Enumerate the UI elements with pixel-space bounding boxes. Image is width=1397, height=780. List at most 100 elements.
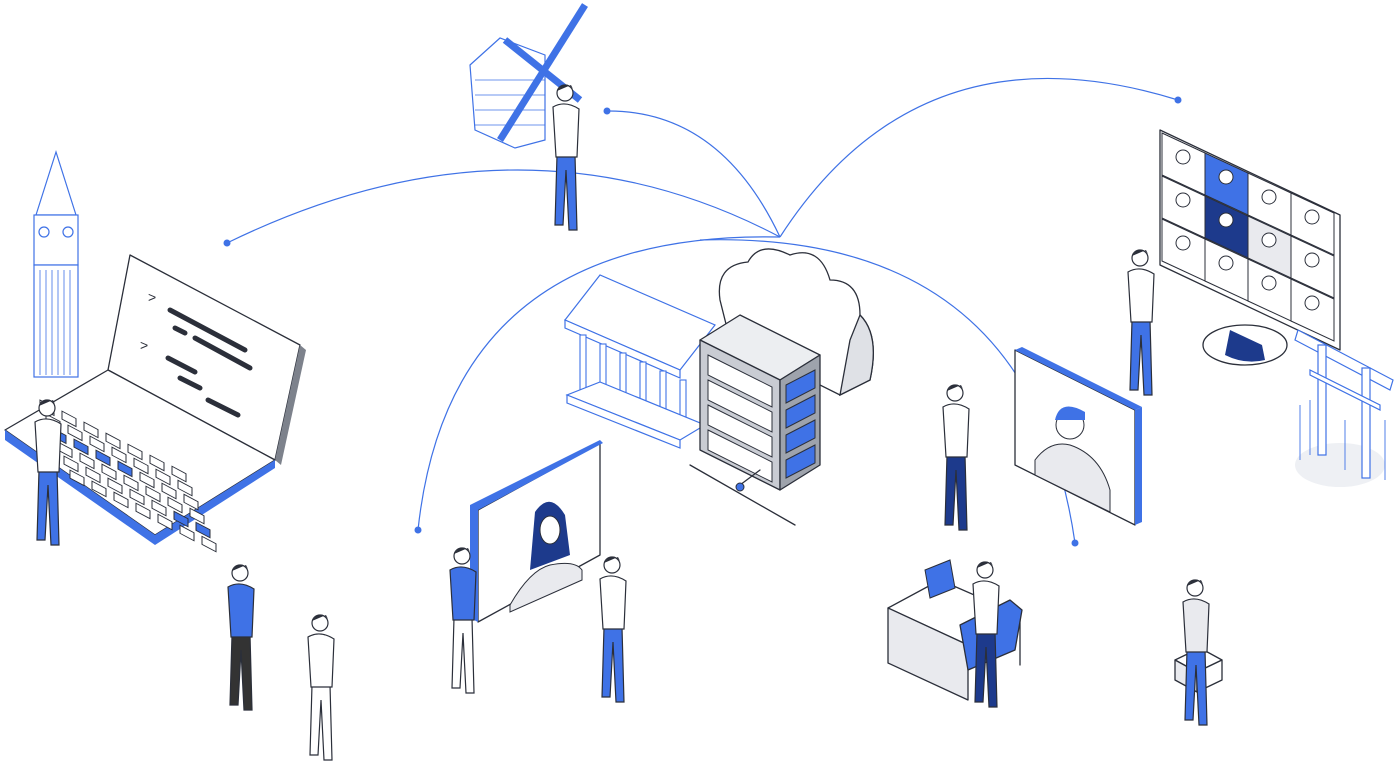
person-legs xyxy=(229,634,253,711)
person-legs xyxy=(451,617,475,694)
keyboard-key xyxy=(91,480,107,498)
person xyxy=(1127,249,1155,396)
keyboard-key xyxy=(201,535,217,553)
server-unit xyxy=(707,379,773,433)
person xyxy=(449,547,477,694)
person-legs xyxy=(944,454,968,531)
keyboard-key xyxy=(67,424,83,442)
keyboard-key xyxy=(111,446,127,464)
person xyxy=(972,561,1000,708)
arc-to-video-conference xyxy=(779,77,1179,238)
video-call-screen xyxy=(1014,347,1142,526)
person-hair xyxy=(39,399,55,406)
server-unit xyxy=(707,429,773,483)
keyboard-key xyxy=(161,482,177,500)
arc-to-laptop xyxy=(226,169,781,244)
person-torso xyxy=(227,583,255,638)
keyboard-key xyxy=(73,438,89,456)
keyboard-key xyxy=(101,463,117,481)
keyboard-key xyxy=(95,449,111,467)
person-hair xyxy=(947,384,963,391)
keyboard-key xyxy=(173,510,189,528)
connection-arcs xyxy=(223,77,1182,547)
participant-face xyxy=(1304,209,1320,225)
video-conference-monitor xyxy=(1159,129,1341,366)
keyboard-key xyxy=(189,507,205,525)
keyboard-key xyxy=(85,466,101,484)
person xyxy=(307,614,335,761)
participant-face xyxy=(1261,232,1277,248)
server-rack xyxy=(689,314,821,526)
person-hair xyxy=(557,84,573,91)
keyboard-key xyxy=(145,485,161,503)
person-legs xyxy=(554,154,578,231)
keyboard-key xyxy=(105,432,121,450)
keyboard-key xyxy=(123,474,139,492)
keyboard-key xyxy=(89,435,105,453)
prompt-glyph: > xyxy=(148,289,156,305)
arc-to-windmill xyxy=(606,110,781,238)
keyboard-key xyxy=(149,454,165,472)
torii-gate xyxy=(1294,329,1394,487)
keyboard-key xyxy=(133,457,149,475)
person-hair xyxy=(1187,579,1203,586)
participant-face xyxy=(1261,189,1277,205)
bank-building xyxy=(564,274,716,449)
arc-to-portrait-screen xyxy=(417,236,781,531)
person-legs xyxy=(601,626,625,703)
person-hair xyxy=(454,547,470,554)
person xyxy=(34,399,62,546)
server-unit-vent xyxy=(785,419,816,454)
person-torso xyxy=(942,403,970,458)
portrait-screen xyxy=(470,440,603,623)
person-torso xyxy=(34,418,62,473)
endpoint-dot xyxy=(603,107,611,115)
participant-face xyxy=(1261,275,1277,291)
person-hair xyxy=(604,556,620,563)
desk-with-laptop xyxy=(887,559,1023,701)
keyboard-key xyxy=(61,410,77,428)
keyboard-key xyxy=(69,469,85,487)
keyboard-key xyxy=(107,477,123,495)
server-unit-vent xyxy=(785,444,816,479)
person xyxy=(942,384,970,531)
person-hair xyxy=(312,614,328,621)
person xyxy=(227,564,255,711)
person-torso xyxy=(1127,268,1155,323)
server-unit-vent xyxy=(785,369,816,404)
keyboard-key xyxy=(179,524,195,542)
person-torso xyxy=(449,566,477,621)
keyboard-key xyxy=(135,502,151,520)
person-legs xyxy=(974,631,998,708)
person-hair xyxy=(1132,249,1148,256)
participant-face xyxy=(1218,255,1234,271)
bank-column xyxy=(579,334,587,391)
person-torso xyxy=(599,575,627,630)
server-unit xyxy=(707,354,773,408)
keyboard-key xyxy=(113,491,129,509)
person xyxy=(1182,579,1210,726)
keyboard-key xyxy=(177,479,193,497)
keyboard-key xyxy=(171,465,187,483)
keyboard-key xyxy=(117,460,133,478)
person-torso xyxy=(972,580,1000,635)
server-unit-vent xyxy=(785,394,816,429)
keyboard-key xyxy=(79,452,95,470)
endpoint-dot xyxy=(414,526,422,534)
person xyxy=(599,556,627,703)
endpoint-dot xyxy=(1174,96,1182,104)
keyboard-key xyxy=(129,488,145,506)
participant-face xyxy=(1175,149,1191,165)
participant-face xyxy=(1218,169,1234,185)
participant-face xyxy=(1218,212,1234,228)
prompt-glyph: > xyxy=(140,337,148,353)
keyboard-key xyxy=(83,421,99,439)
keyboard-key xyxy=(63,455,79,473)
keyboard-key xyxy=(139,471,155,489)
keyboard-key xyxy=(167,496,183,514)
person-torso xyxy=(307,633,335,688)
participant-face xyxy=(1304,295,1320,311)
cloud xyxy=(718,248,874,397)
endpoint-dot xyxy=(223,239,231,247)
